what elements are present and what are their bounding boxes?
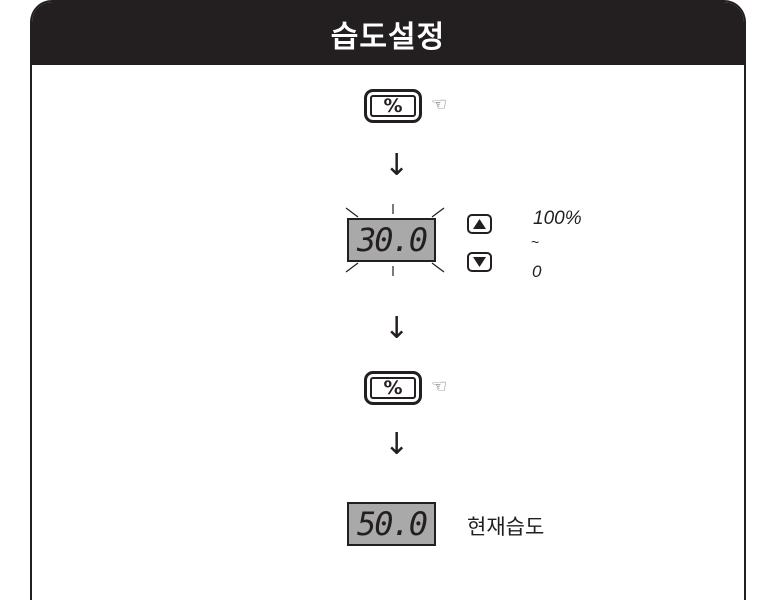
- range-min: 0: [532, 262, 542, 281]
- up-button[interactable]: [467, 214, 492, 234]
- percent-key-button[interactable]: %: [364, 89, 422, 123]
- current-value-readout: 50.0: [356, 505, 428, 543]
- percent-key-label-confirm: %: [383, 377, 403, 399]
- percent-key-label: %: [383, 95, 403, 117]
- title-bar: 습도설정: [32, 2, 744, 65]
- set-value-readout: 30.0: [356, 221, 428, 259]
- pointing-hand-icon: ☜: [431, 94, 448, 115]
- range-max: 100%: [533, 208, 582, 229]
- panel-title: 습도설정: [330, 19, 446, 55]
- flow-arrow-1: ↓: [384, 148, 410, 183]
- pointing-hand-icon: ☜: [431, 376, 448, 397]
- flow-arrow-3: ↓: [384, 427, 410, 462]
- set-value-display: 30.0: [347, 218, 436, 262]
- triangle-up-icon: [473, 219, 486, 229]
- triangle-down-icon: [473, 257, 486, 267]
- blink-rays-icon: [345, 204, 445, 276]
- percent-key-button-confirm[interactable]: %: [364, 371, 422, 405]
- current-humidity-label: 현재습도: [467, 516, 545, 539]
- range-separator: ~: [531, 234, 540, 250]
- down-button[interactable]: [467, 252, 492, 272]
- flow-arrow-2: ↓: [384, 311, 410, 346]
- current-value-display: 50.0: [347, 502, 436, 546]
